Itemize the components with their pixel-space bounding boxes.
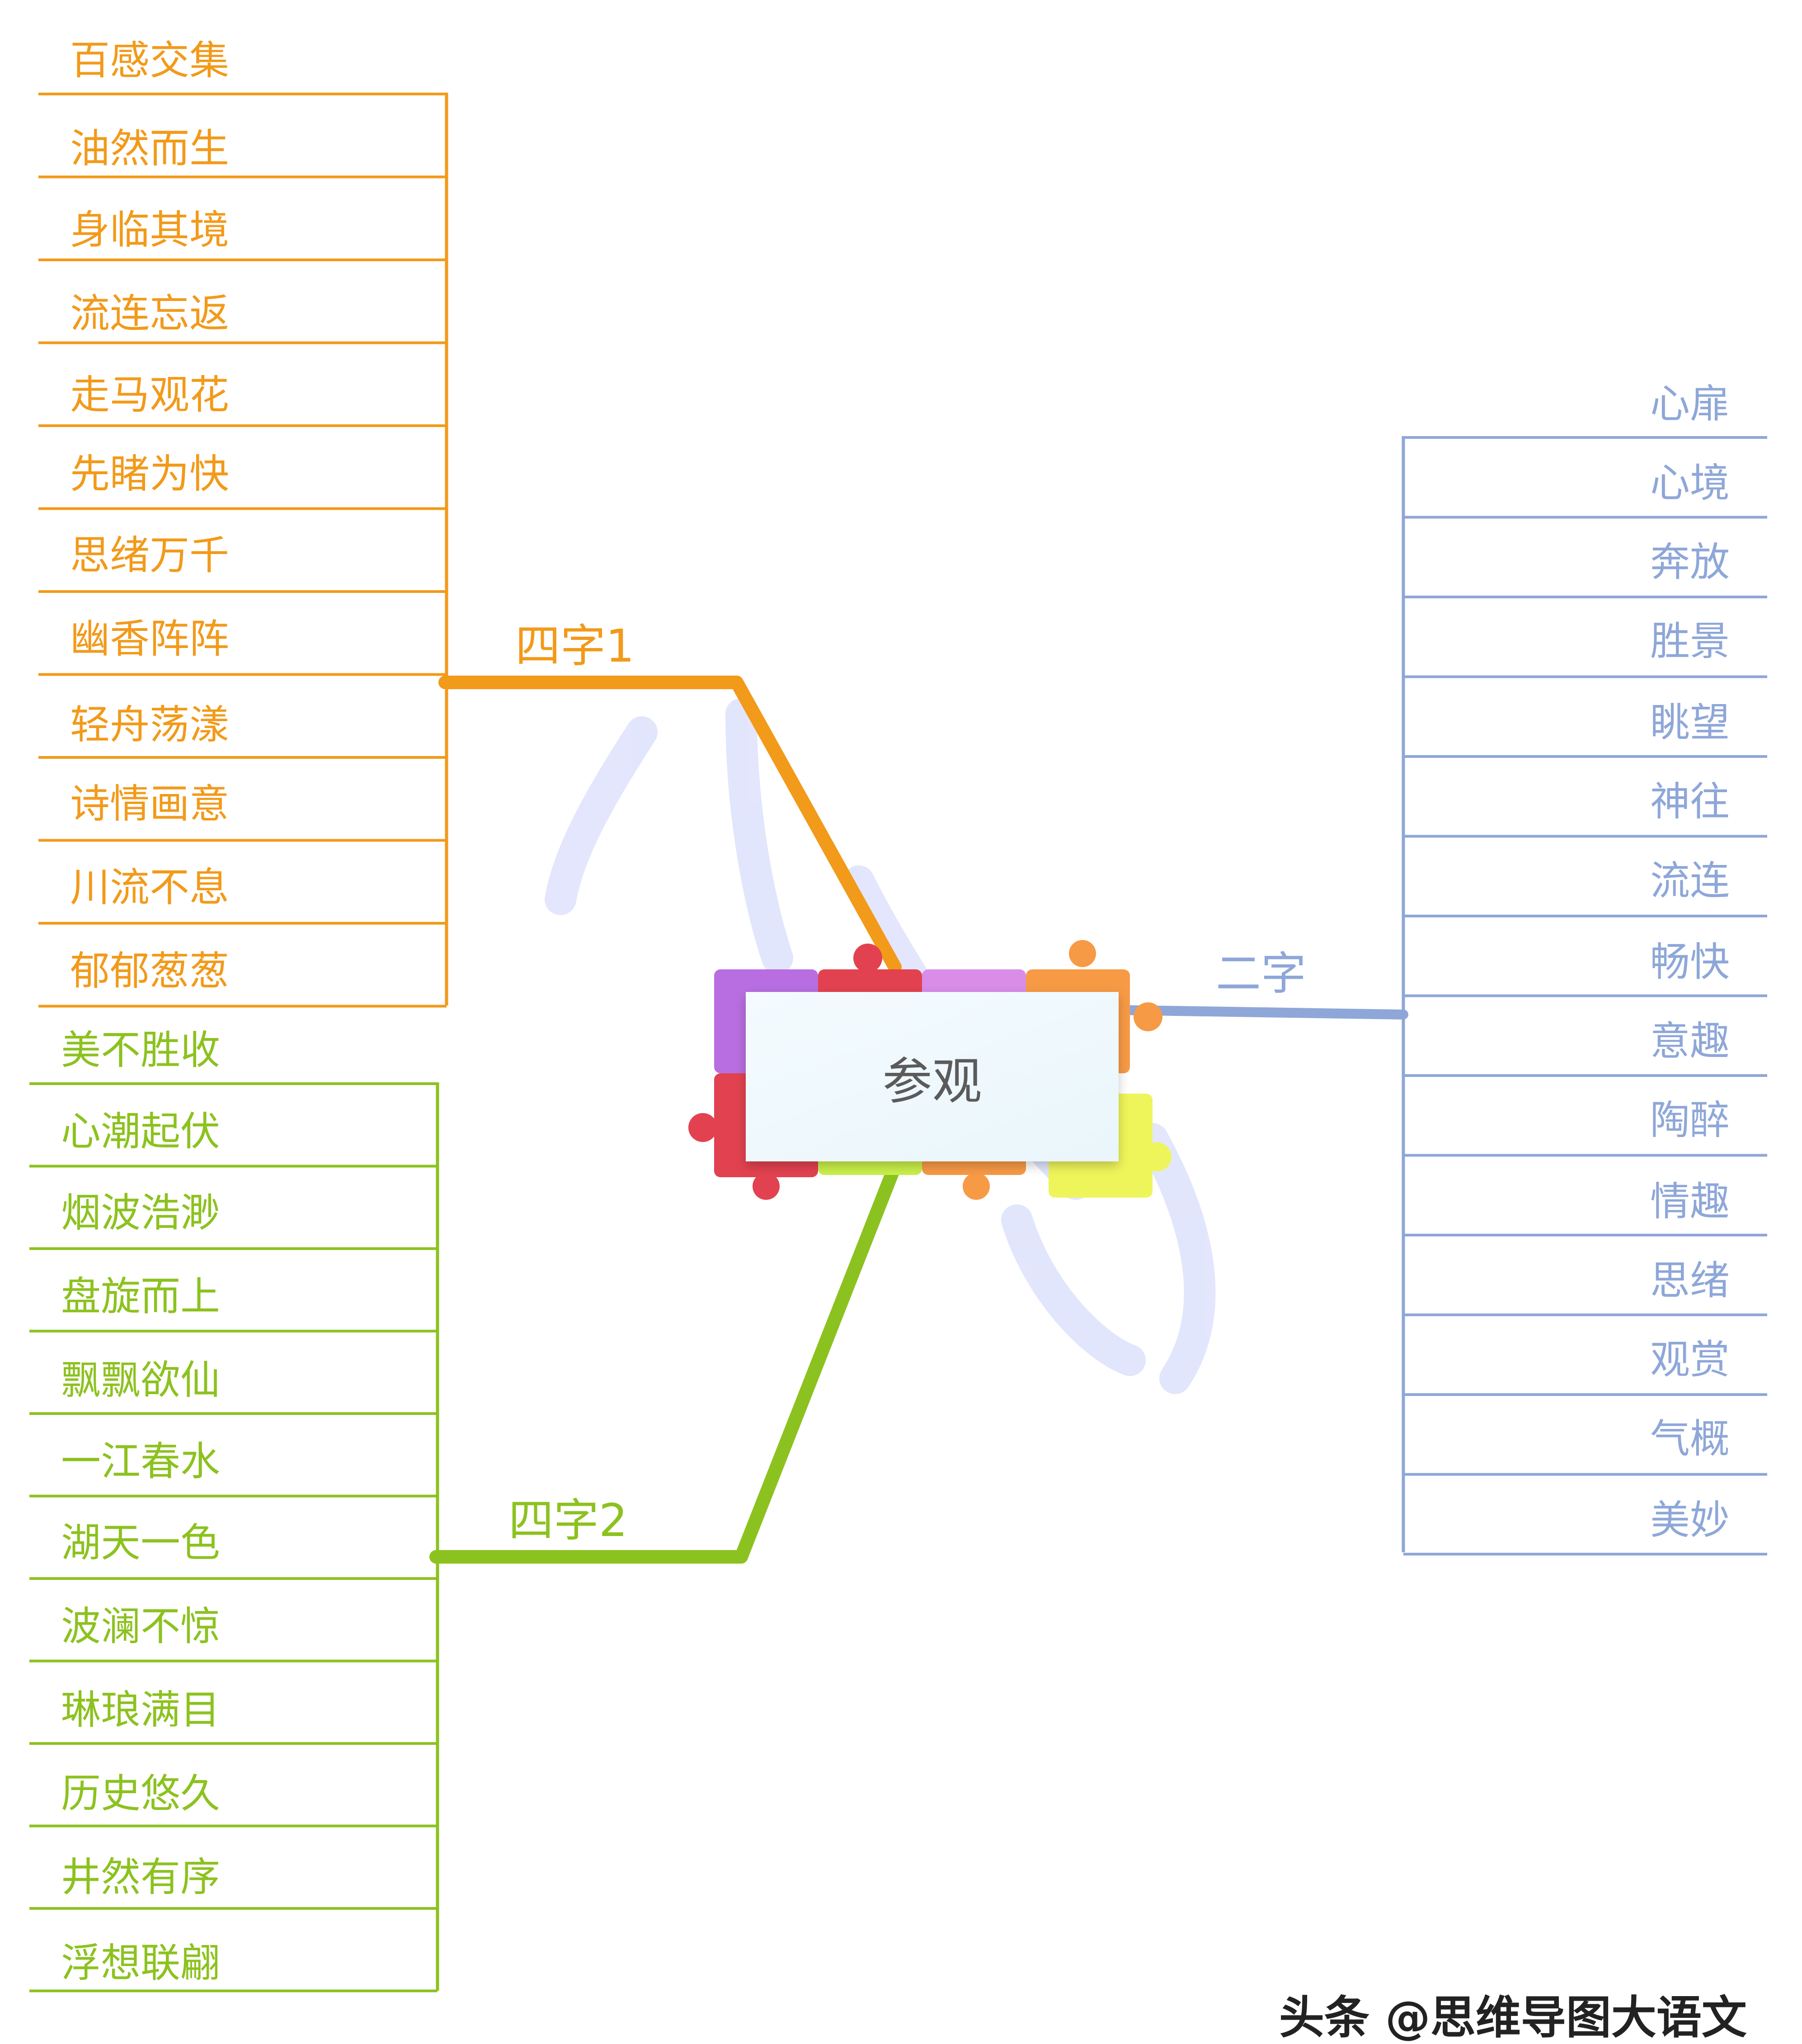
leaf-b3-item[interactable]: 心境 [1650, 460, 1730, 506]
leaf-b2-item[interactable]: 湖天一色 [61, 1519, 221, 1566]
leaf-b3-item[interactable]: 美妙 [1650, 1497, 1730, 1543]
leaf-b2-item[interactable]: 心潮起伏 [61, 1108, 221, 1155]
leaf-b2-item[interactable]: 波澜不惊 [61, 1603, 221, 1649]
b2-leaf-underlines [29, 1082, 438, 1992]
leaf-b3-item[interactable]: 意趣 [1650, 1018, 1730, 1064]
trunk-b3 [1114, 1005, 1408, 1020]
leaf-b1-item[interactable]: 流连忘返 [70, 290, 230, 337]
leaf-b2-item[interactable]: 井然有序 [61, 1854, 221, 1900]
puzzle-knob-1 [853, 944, 882, 973]
leaf-b1-item[interactable]: 走马观花 [70, 371, 230, 418]
leaf-b1-item[interactable]: 油然而生 [70, 125, 230, 172]
leaf-b3-item[interactable]: 观赏 [1650, 1336, 1730, 1383]
leaf-b3-item[interactable]: 情趣 [1650, 1178, 1730, 1225]
b3-leaf-underlines [1403, 436, 1767, 1555]
branch-four-char-2-connectors [29, 1082, 911, 1992]
leaf-b2-item[interactable]: 美不胜收 [61, 1027, 221, 1073]
puzzle-knob-4 [688, 1113, 717, 1142]
leaf-b2-item[interactable]: 盘旋而上 [61, 1273, 221, 1320]
leaf-b1-item[interactable]: 先睹为快 [70, 451, 230, 497]
puzzle-knob-2 [1069, 940, 1096, 967]
leaf-b1-item[interactable]: 身临其境 [70, 207, 230, 253]
branch-label-four-char-1[interactable]: 四字1 [515, 620, 635, 672]
central-topic-label: 参观 [882, 1052, 982, 1110]
leaf-b1-item[interactable]: 思绪万千 [70, 532, 230, 578]
branch-two-char-connectors [1114, 436, 1767, 1555]
branch-label-two-char[interactable]: 二字 [1216, 947, 1306, 1000]
leaf-b3-item[interactable]: 奔放 [1650, 539, 1730, 585]
leaf-b1-item[interactable]: 轻舟荡漾 [70, 701, 230, 748]
leaf-b1-item[interactable]: 百感交集 [70, 37, 230, 84]
leaf-b3-item[interactable]: 神往 [1650, 778, 1730, 825]
leaf-b2-item[interactable]: 飘飘欲仙 [61, 1357, 221, 1403]
leaf-b2-item[interactable]: 一江春水 [61, 1438, 221, 1485]
leaf-b3-item[interactable]: 眺望 [1650, 699, 1730, 746]
branch-label-four-char-2[interactable]: 四字2 [508, 1494, 628, 1547]
leaf-b3-item[interactable]: 胜景 [1650, 618, 1730, 664]
leaf-b1-item[interactable]: 郁郁葱葱 [70, 948, 230, 994]
puzzle-knob-6 [963, 1173, 990, 1200]
leaf-b1-item[interactable]: 诗情画意 [70, 780, 230, 827]
leaf-b1-item[interactable]: 幽香阵阵 [70, 616, 230, 662]
leaf-b3-item[interactable]: 思绪 [1650, 1257, 1730, 1304]
leaf-b3-item[interactable]: 气概 [1650, 1415, 1730, 1462]
leaf-b2-item[interactable]: 浮想联翩 [61, 1940, 221, 1986]
trunk-b1 [438, 676, 902, 974]
leaf-b1-item[interactable]: 川流不息 [70, 864, 230, 911]
b1-leaf-underlines [38, 93, 447, 1008]
puzzle-knob-5 [753, 1173, 780, 1200]
puzzle-knob-3 [1134, 1002, 1162, 1031]
central-topic[interactable]: 参观 [746, 992, 1119, 1161]
trunk-b2 [429, 1137, 911, 1564]
leaf-b3-item[interactable]: 畅快 [1650, 939, 1730, 985]
leaf-b2-item[interactable]: 历史悠久 [61, 1770, 221, 1817]
leaf-b3-item[interactable]: 心扉 [1650, 381, 1730, 427]
leaf-b3-item[interactable]: 陶醉 [1650, 1097, 1730, 1143]
leaf-b2-item[interactable]: 琳琅满目 [61, 1687, 221, 1733]
leaf-b3-item[interactable]: 流连 [1650, 857, 1730, 904]
source-watermark: 头条 @思维导图大语文 [1279, 1991, 1747, 2044]
branch-four-char-1-connectors [38, 93, 902, 1008]
leaf-b2-item[interactable]: 烟波浩渺 [61, 1189, 221, 1236]
puzzle-knob-7 [1143, 1142, 1172, 1171]
